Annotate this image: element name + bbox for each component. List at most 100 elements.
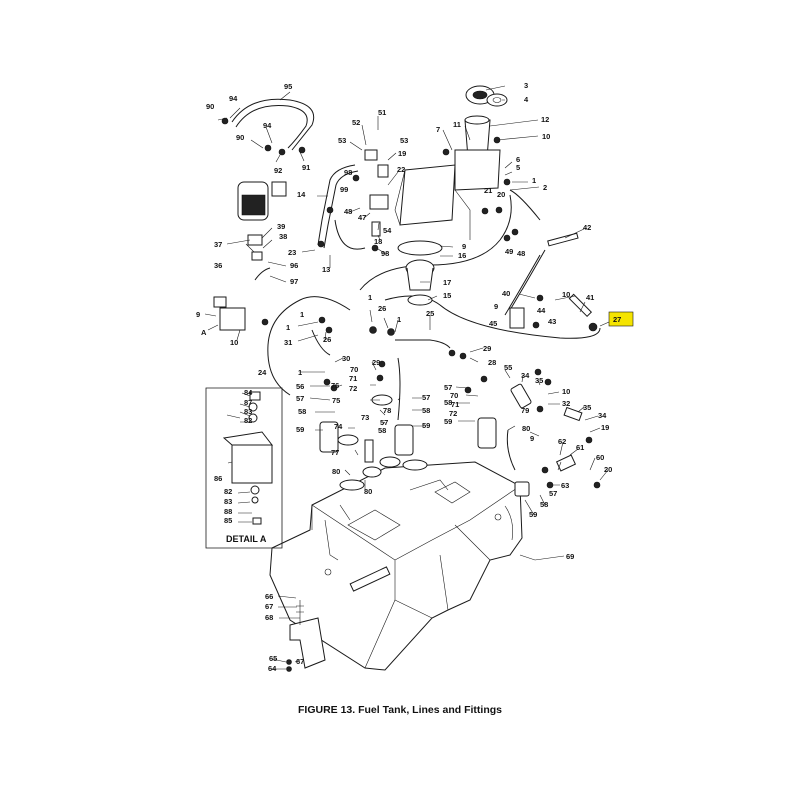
callout-58: 58 [298, 407, 306, 416]
callout-5: 5 [516, 163, 520, 172]
callout-70: 70 [350, 365, 358, 374]
callout-31: 31 [284, 338, 292, 347]
callout-42: 42 [583, 223, 591, 232]
callout-59: 59 [422, 421, 430, 430]
callout-86: 86 [214, 474, 222, 483]
mounting-bracket [286, 600, 326, 672]
callout-88: 88 [224, 507, 232, 516]
callout-51: 51 [378, 108, 386, 117]
callout-76: 76 [331, 381, 339, 390]
callout-16: 16 [458, 251, 466, 260]
callout-41: 41 [586, 293, 594, 302]
callout-90: 90 [236, 133, 244, 142]
callout-62: 62 [558, 437, 566, 446]
callout-15: 15 [443, 291, 451, 300]
callout-54: 54 [383, 226, 392, 235]
callout-36: 36 [214, 261, 222, 270]
callout-34: 34 [598, 411, 607, 420]
callout-68: 68 [265, 613, 273, 622]
callout-82: 82 [244, 416, 252, 425]
callout-45: 45 [489, 319, 497, 328]
callout-97: 97 [290, 277, 298, 286]
callout-98: 98 [344, 168, 352, 177]
callout-49: 49 [505, 247, 513, 256]
callout-67: 67 [296, 657, 304, 666]
callout-82: 82 [224, 487, 232, 496]
callout-A: A [201, 328, 207, 337]
callout-14: 14 [297, 190, 306, 199]
callout-27: 27 [613, 315, 621, 324]
callout-59: 59 [444, 417, 452, 426]
callout-48: 48 [517, 249, 525, 258]
callout-7: 7 [436, 125, 440, 134]
fuel-tank [269, 461, 523, 671]
callout-1: 1 [286, 323, 290, 332]
callout-32: 32 [562, 399, 570, 408]
callout-57: 57 [422, 393, 430, 402]
callout-9: 9 [196, 310, 200, 319]
callout-47: 47 [358, 213, 366, 222]
callout-1: 1 [532, 176, 536, 185]
callout-98: 98 [381, 249, 389, 258]
callout-9: 9 [530, 434, 534, 443]
callout-79: 79 [521, 406, 529, 415]
callout-35: 35 [535, 376, 543, 385]
callout-17: 17 [443, 278, 451, 287]
callout-18: 18 [374, 237, 382, 246]
callout-66: 66 [265, 592, 273, 601]
leader-lines [204, 85, 609, 670]
callout-29: 29 [372, 358, 380, 367]
callout-61: 61 [576, 443, 584, 452]
callout-30: 30 [342, 354, 350, 363]
callout-87: 87 [244, 398, 252, 407]
callout-2: 2 [543, 183, 547, 192]
highlight-27 [608, 311, 634, 327]
callout-19: 19 [398, 149, 406, 158]
callout-60: 60 [596, 453, 604, 462]
callout-9: 9 [462, 242, 466, 251]
callout-1: 1 [300, 310, 304, 319]
callout-21: 21 [484, 186, 492, 195]
callout-85: 85 [224, 516, 232, 525]
callout-58: 58 [422, 406, 430, 415]
callout-9: 9 [494, 302, 498, 311]
callout-77: 77 [331, 448, 339, 457]
callout-59: 59 [529, 510, 537, 519]
callout-38: 38 [279, 232, 287, 241]
callout-73: 73 [361, 413, 369, 422]
callout-1: 1 [368, 293, 372, 302]
detail-a-frame [205, 387, 283, 549]
callout-74: 74 [334, 422, 343, 431]
callout-34: 34 [521, 371, 530, 380]
components [213, 85, 601, 525]
callout-57: 57 [380, 418, 388, 427]
callout-10: 10 [230, 338, 238, 347]
callout-90: 90 [206, 102, 214, 111]
callout-94: 94 [263, 121, 272, 130]
callout-71: 71 [451, 400, 459, 409]
callout-57: 57 [549, 489, 557, 498]
callout-72: 72 [349, 384, 357, 393]
callout-96: 96 [290, 261, 298, 270]
callout-25: 25 [426, 309, 434, 318]
callout-6: 6 [516, 155, 520, 164]
callout-94: 94 [229, 94, 238, 103]
callout-28: 28 [488, 358, 496, 367]
callout-67: 67 [265, 602, 273, 611]
callout-72: 72 [449, 409, 457, 418]
callout-91: 91 [302, 163, 310, 172]
callout-48: 48 [344, 207, 352, 216]
callout-53: 53 [338, 136, 346, 145]
callout-78: 78 [383, 406, 391, 415]
callout-10: 10 [542, 132, 550, 141]
callout-26: 26 [323, 335, 331, 344]
callout-20: 20 [604, 465, 612, 474]
callout-59: 59 [296, 425, 304, 434]
callout-19: 19 [601, 423, 609, 432]
callout-55: 55 [504, 363, 512, 372]
callout-23: 23 [288, 248, 296, 257]
callout-92: 92 [274, 166, 282, 175]
callout-37: 37 [214, 240, 222, 249]
callout-44: 44 [537, 306, 546, 315]
callout-56: 56 [296, 382, 304, 391]
